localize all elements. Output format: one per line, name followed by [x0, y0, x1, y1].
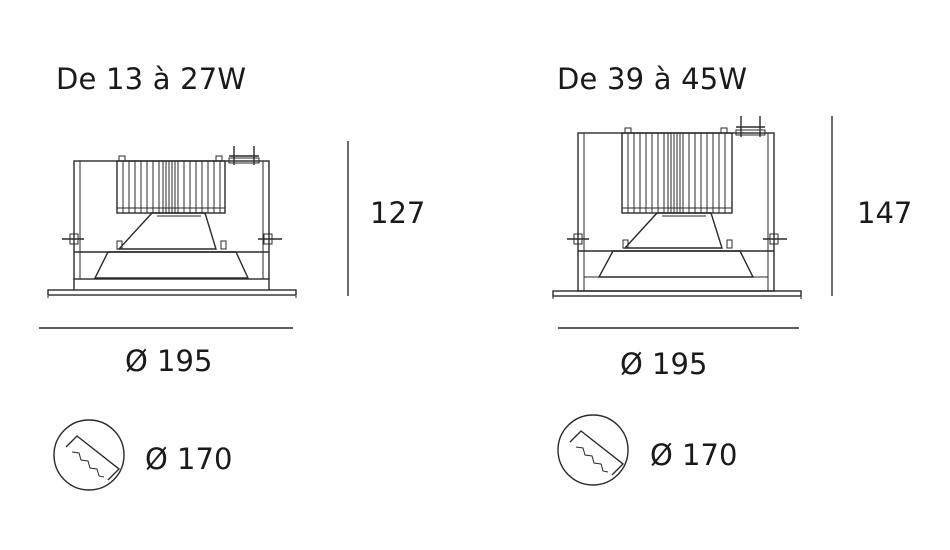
- downlight-housing: [47, 146, 297, 298]
- cutout-label: Ø 170: [650, 438, 738, 472]
- heatsink-fins: [621, 132, 733, 214]
- trim-flange: [47, 278, 297, 298]
- spring-clip-left: [62, 233, 84, 245]
- variant-title: De 13 à 27W: [56, 62, 247, 96]
- downlight-housing: [552, 116, 802, 299]
- spring-clip-left: [567, 233, 589, 245]
- variant-panel-small: De 13 à 27W: [39, 62, 426, 491]
- hole-saw-icon: [53, 419, 125, 491]
- spring-clip-right: [258, 233, 282, 245]
- heatsink-fins: [116, 160, 226, 214]
- cutout-label: Ø 170: [145, 442, 233, 476]
- downlight-side-view-drawing: [552, 116, 833, 486]
- connector-terminal: [735, 116, 766, 137]
- trim-flange: [552, 290, 802, 299]
- diameter-label: Ø 195: [125, 344, 213, 378]
- diameter-label: Ø 195: [620, 347, 708, 381]
- downlight-side-view-drawing: [39, 141, 349, 491]
- spring-clip-right: [763, 233, 787, 245]
- variant-title: De 39 à 45W: [557, 62, 748, 96]
- connector-terminal: [228, 146, 260, 165]
- variant-panel-large: De 39 à 45W: [475, 0, 950, 550]
- height-label: 127: [370, 196, 426, 230]
- hole-saw-icon: [557, 414, 629, 486]
- height-label: 147: [857, 196, 913, 230]
